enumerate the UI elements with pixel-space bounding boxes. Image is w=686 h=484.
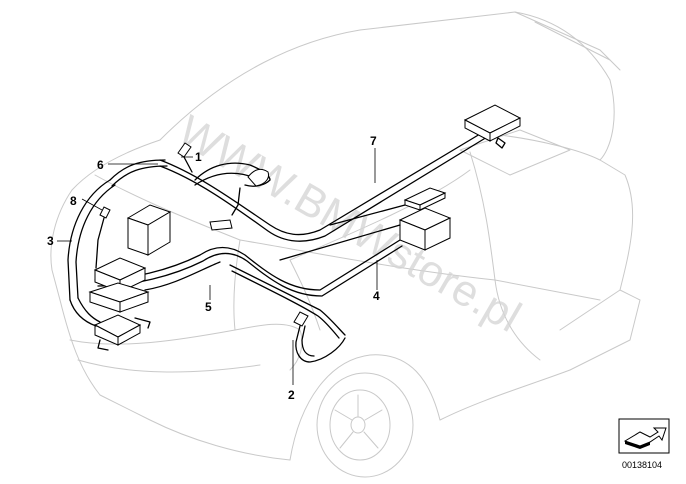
callout-3: 3 (47, 234, 54, 248)
car-body-outline (50, 11, 641, 478)
callout-7: 7 (370, 134, 377, 148)
callout-leaders (57, 148, 378, 385)
callout-5: 5 (205, 300, 212, 314)
callout-2: 2 (288, 388, 295, 402)
wiring-harness (67, 104, 522, 363)
callout-4: 4 (373, 289, 380, 303)
callout-labels: 1 2 3 4 5 6 7 8 (47, 134, 380, 402)
next-page-arrow-icon[interactable] (618, 418, 670, 454)
diagram-code: 00138104 (622, 460, 662, 470)
callout-6: 6 (97, 158, 104, 172)
callout-8: 8 (70, 194, 77, 208)
callout-1: 1 (195, 150, 202, 164)
